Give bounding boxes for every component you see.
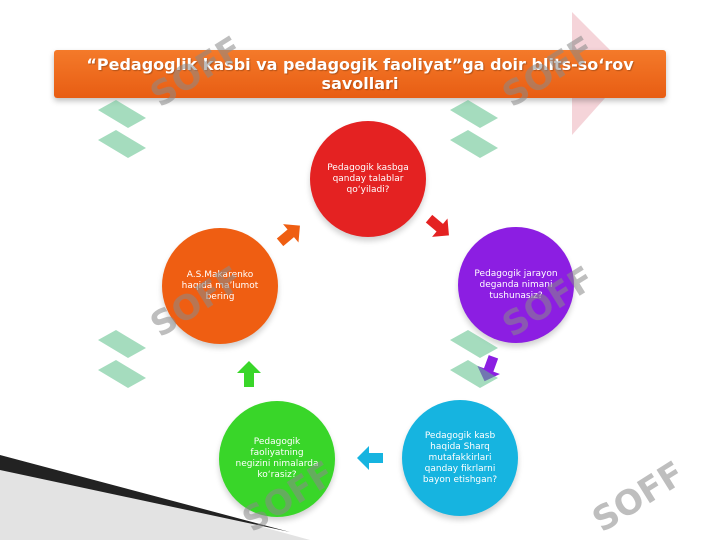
slide-title: “Pedagoglik kasbi va pedagogik faoliyat”… [54,50,666,98]
watermark-logo: SOFF [586,454,692,540]
cycle-step-1: Pedagogik kasbga qanday talablar qo‘yila… [310,121,426,237]
cycle-step-5-text: A.S.Makarenko haqida ma’lumot bering [181,269,259,302]
cycle-step-4-text: Pedagogik faoliyatning negizini nimalard… [235,437,319,480]
cycle-arrow-5-to-1 [269,213,311,255]
cycle-step-2-text: Pedagogik jarayon deganda nimani tushuna… [474,268,558,301]
cycle-step-2: Pedagogik jarayon deganda nimani tushuna… [458,227,574,343]
svg-text:SOFF: SOFF [586,454,692,540]
cycle-step-5: A.S.Makarenko haqida ma’lumot bering [162,228,278,344]
cycle-step-1-text: Pedagogik kasbga qanday talablar qo‘yila… [327,162,409,195]
cycle-arrow-2-to-3 [470,350,508,388]
cycle-step-3-text: Pedagogik kasb haqida Sharq mutafakkirla… [422,430,498,485]
cycle-arrow-4-to-5 [234,359,264,389]
cycle-arrow-1-to-2 [418,206,460,248]
cycle-arrow-3-to-4 [355,443,385,473]
cycle-step-3: Pedagogik kasb haqida Sharq mutafakkirla… [402,400,518,516]
cycle-step-4: Pedagogik faoliyatning negizini nimalard… [219,401,335,517]
